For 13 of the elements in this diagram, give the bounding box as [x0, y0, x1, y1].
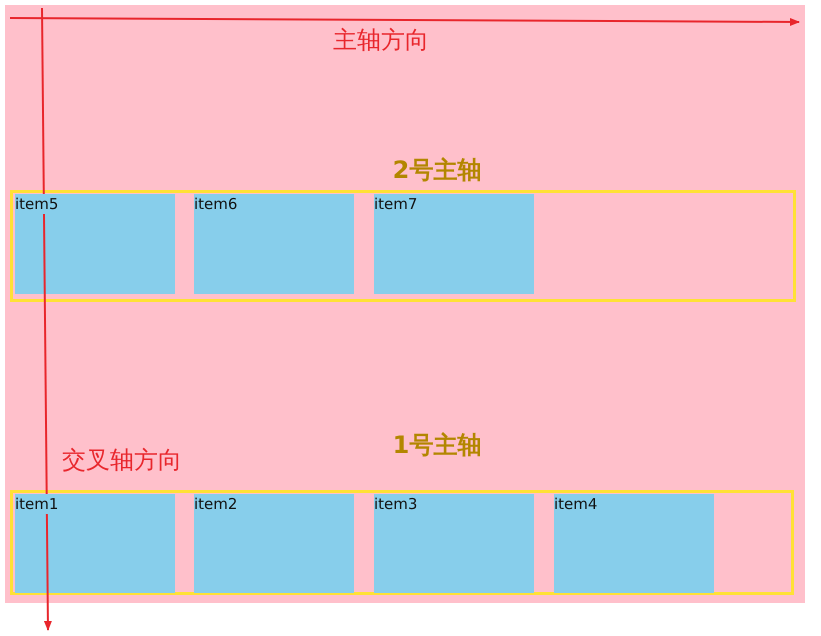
flex-item [554, 494, 714, 593]
flex-item [15, 194, 175, 294]
flex-item [374, 494, 534, 593]
axis-label: 主轴方向 [333, 26, 429, 54]
axis-label: 交叉轴方向 [62, 446, 182, 474]
axis-heading: 1号主轴 [392, 431, 482, 459]
item-label: item1 [15, 494, 58, 514]
flex-item [194, 494, 354, 593]
axis-heading: 2号主轴 [392, 156, 482, 184]
item-label: item5 [15, 194, 58, 214]
flex-item [15, 494, 175, 593]
flex-item [374, 194, 534, 294]
flex-item [194, 194, 354, 294]
